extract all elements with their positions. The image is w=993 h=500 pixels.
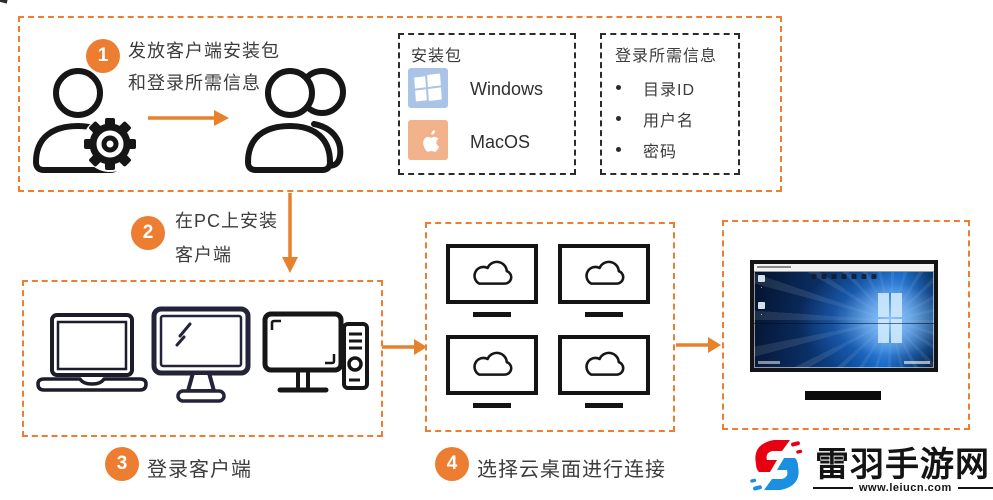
windows-hero-window-glow [878, 293, 903, 344]
desktop-shortcut-icon [758, 302, 765, 309]
step4-label: 选择云桌面进行连接 [477, 459, 666, 481]
list-item: 密码 [616, 134, 695, 165]
step3-badge: 3 [105, 447, 139, 481]
cloud-desktop-monitor [446, 335, 538, 395]
step2-number: 2 [142, 222, 154, 243]
cloud-desktop-unit [558, 335, 650, 408]
connect-arrow-2 [676, 337, 721, 353]
cloud-icon [473, 351, 513, 376]
macos-label: MacOS [470, 132, 531, 152]
url-rule-left [813, 487, 853, 489]
connected-desktop-box [722, 220, 970, 430]
site-logo [750, 440, 803, 491]
cloud-desktop-unit [446, 244, 538, 317]
step1-label-line2: 和登录所需信息 [128, 73, 261, 93]
step3-devices-box [22, 280, 383, 437]
bullet-dot-icon [616, 116, 621, 121]
watermark-url-row: www.leiucn.com [813, 482, 993, 494]
url-rule-right [957, 487, 993, 489]
step3-number: 3 [116, 453, 128, 474]
monitor-icon [151, 306, 251, 403]
apple-logo-icon [408, 120, 448, 160]
monitor-base [473, 312, 511, 317]
windows-logo-icon [408, 68, 448, 108]
monitor-base [473, 403, 511, 408]
remote-windows-desktop-screen [750, 260, 938, 372]
step4-badge: 4 [435, 447, 469, 481]
remote-session-toolbar-icons [811, 274, 877, 279]
monitor-base [585, 403, 623, 408]
step3-label: 登录客户端 [147, 459, 252, 481]
wallpaper-horizon-line [754, 323, 934, 325]
cloud-icon [585, 260, 625, 285]
login-info-item: 密码 [643, 143, 678, 161]
cloud-desktop-unit [558, 244, 650, 317]
step1-number: 1 [97, 45, 109, 66]
cloud-desktop-unit [446, 335, 538, 408]
step2-badge: 2 [131, 216, 165, 250]
monitor-base [585, 312, 623, 317]
gear-icon [82, 116, 138, 172]
windows-label: Windows [470, 79, 544, 99]
watermark-site-name: 雷羽手游网 [815, 445, 990, 485]
step1-label-line1: 发放客户端安装包 [128, 41, 280, 61]
list-item: 用户名 [616, 103, 695, 134]
taskbar-clock-mark [904, 361, 930, 364]
step4-cloud-desktops-box [425, 222, 675, 432]
step1-group-box [18, 16, 782, 192]
login-info-item: 目录ID [643, 81, 696, 99]
login-info-list: 目录ID 用户名 密码 [616, 72, 695, 165]
admin-user-gear-icon [33, 68, 138, 173]
connect-arrow-1 [382, 339, 427, 355]
cloud-icon [473, 260, 513, 285]
step4-number: 4 [446, 453, 458, 474]
cloud-desktop-monitor [446, 244, 538, 304]
cloud-desktop-grid [425, 222, 671, 428]
distribute-arrow [148, 110, 229, 126]
step1-badge: 1 [86, 39, 120, 73]
session-title-text-mark [757, 266, 791, 268]
remote-session-titlebar [754, 264, 934, 272]
taskbar-icons-mark [758, 361, 780, 364]
list-item: 目录ID [616, 72, 695, 103]
cloud-desktop-monitor [558, 244, 650, 304]
install-down-arrow [282, 193, 298, 273]
corner-artifact-mark [0, 0, 8, 4]
step2-label-line2: 客户端 [175, 245, 232, 265]
watermark-site-url: www.leiucn.com [859, 482, 952, 494]
login-info-box [600, 33, 740, 175]
cloud-icon [585, 351, 625, 376]
step2-label-line1: 在PC上安装 [175, 211, 279, 231]
installer-box-title: 安装包 [411, 48, 463, 65]
monitor-base [805, 391, 881, 400]
login-info-item: 用户名 [643, 112, 695, 130]
laptop-icon [36, 313, 148, 392]
cloud-desktop-monitor [558, 335, 650, 395]
desktop-pc-icon [262, 311, 369, 393]
login-info-box-title: 登录所需信息 [615, 48, 718, 65]
desktop-shortcut-icon [758, 275, 765, 282]
bullet-dot-icon [616, 147, 621, 152]
end-users-icon [245, 68, 346, 173]
bullet-dot-icon [616, 85, 621, 90]
